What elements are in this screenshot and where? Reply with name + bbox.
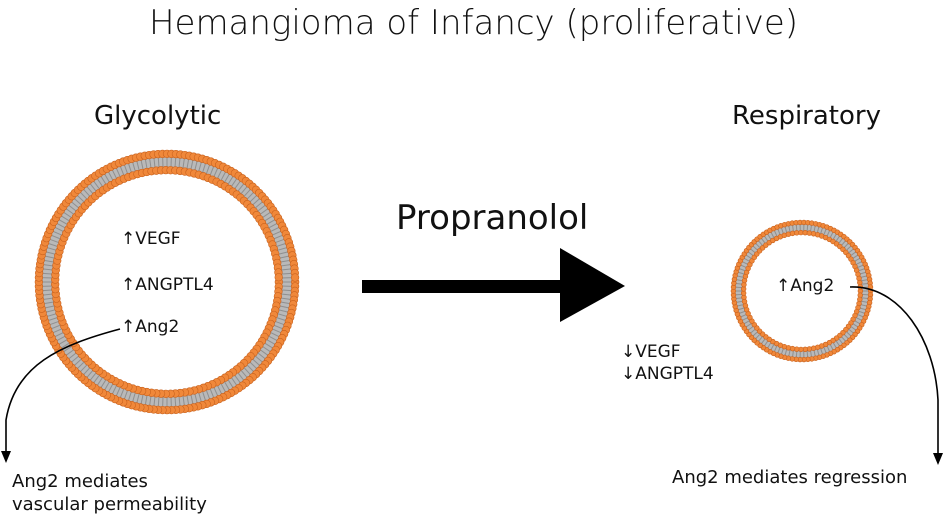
marker-name: ANGPTL4 bbox=[135, 275, 214, 295]
left-note: Ang2 mediates vascular permeability bbox=[12, 470, 207, 517]
glycolytic-heading: Glycolytic bbox=[94, 101, 222, 131]
left-note-line-1: Ang2 mediates bbox=[12, 471, 148, 492]
marker-name: Ang2 bbox=[790, 276, 835, 296]
connector-right-ang2 bbox=[849, 286, 939, 455]
respiratory-heading: Respiratory bbox=[732, 101, 881, 131]
connector-left-arrowhead bbox=[1, 451, 11, 463]
marker-name: Ang2 bbox=[135, 317, 180, 337]
right-marker-ang2: ↑Ang2 bbox=[776, 278, 834, 295]
left-marker-ang2: ↑Ang2 bbox=[121, 319, 179, 336]
marker-name: VEGF bbox=[135, 229, 181, 249]
up-arrow-icon: ↑ bbox=[121, 275, 136, 295]
propranolol-arrow bbox=[362, 248, 625, 322]
left-note-line-2: vascular permeability bbox=[12, 494, 207, 516]
marker-name: VEGF bbox=[635, 342, 681, 362]
connector-right-arrowhead bbox=[933, 453, 943, 465]
marker-name: ANGPTL4 bbox=[635, 364, 714, 384]
up-arrow-icon: ↑ bbox=[121, 229, 136, 249]
treatment-label: Propranolol bbox=[396, 198, 589, 238]
up-arrow-icon: ↑ bbox=[121, 317, 136, 337]
right-marker-vegf: ↓VEGF bbox=[621, 344, 681, 361]
connector-left-ang2 bbox=[5, 328, 121, 452]
diagram-title: Hemangioma of Infancy (proliferative) bbox=[148, 3, 799, 43]
left-marker-angptl4: ↑ANGPTL4 bbox=[121, 277, 214, 294]
right-marker-angptl4: ↓ANGPTL4 bbox=[621, 366, 714, 383]
left-marker-vegf: ↑VEGF bbox=[121, 231, 181, 248]
right-note: Ang2 mediates regression bbox=[672, 467, 908, 488]
right-cell-membrane bbox=[730, 219, 874, 363]
up-arrow-icon: ↑ bbox=[776, 276, 791, 296]
down-arrow-icon: ↓ bbox=[621, 364, 636, 384]
down-arrow-icon: ↓ bbox=[621, 342, 636, 362]
left-cell-membrane bbox=[34, 149, 300, 415]
